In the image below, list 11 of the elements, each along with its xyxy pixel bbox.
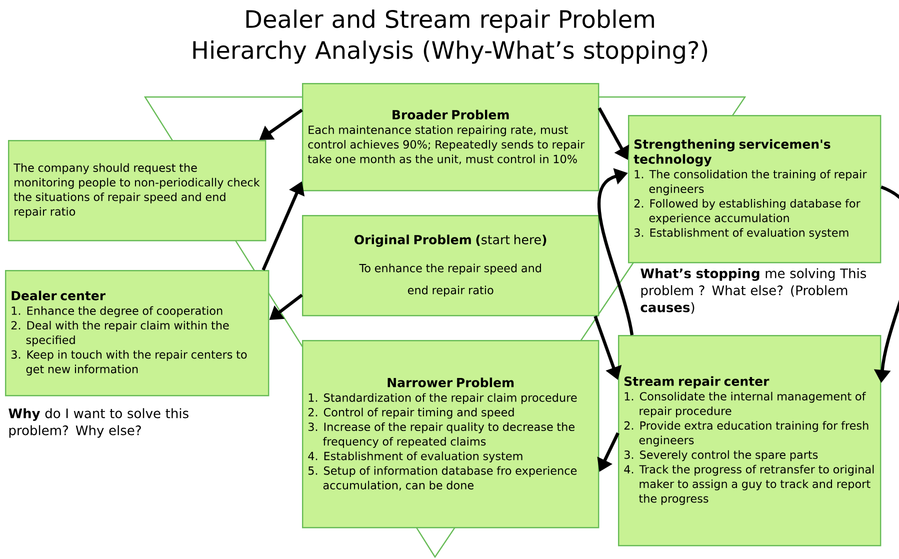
- arrow: [598, 168, 634, 336]
- problem-box: Original Problem (start here) To enhance the repair speed and end repair ratio: [302, 215, 600, 316]
- question-note: What’s stopping me solving This problem ? What else? (Problem causes): [640, 268, 866, 314]
- problem-box: Dealer center 1. Enhance the degree of cooperation 2. Deal with the repair claim within the specified 3. Keep in touch with the repair centers to get new information: [5, 270, 270, 396]
- problem-box: Strengthening servicemen's technology 1. The consolidation the training of repair engineers 2. Followed by establishing database for experience accumulation 3. Establishment of evaluation system: [628, 115, 882, 264]
- problem-box: Broader Problem Each maintenance station repairing rate, must control achieves 90%; Repeatedly sends to repair take one month as the unit, must control in 10%: [302, 83, 600, 192]
- problem-box: The company should request the monitoring people to non-periodically check the situations of repair speed and end repair ratio: [8, 140, 266, 242]
- problem-box: Narrower Problem 1. Standardization of the repair claim procedure 2. Control of repair timing and speed 3. Increase of the repair quality to decrease the frequency of repeated claims 4. Establishment of evaluation system 5. Setup of information database fro experience accumulation, can be done: [302, 340, 600, 528]
- problem-box: Stream repair center 1. Consolidate the internal management of repair procedure 2. Provide extra education training for fresh engineers 3. Severely control the spare parts 4. Track the progress of retransfer to original maker to assign a guy to track and report the progress: [618, 335, 882, 546]
- question-note: Why do I want to solve this problem? Why else?: [8, 408, 188, 438]
- title: Dealer and Stream repair Problem Hierarchy Analysis (Why-What’s stopping?): [193, 10, 708, 64]
